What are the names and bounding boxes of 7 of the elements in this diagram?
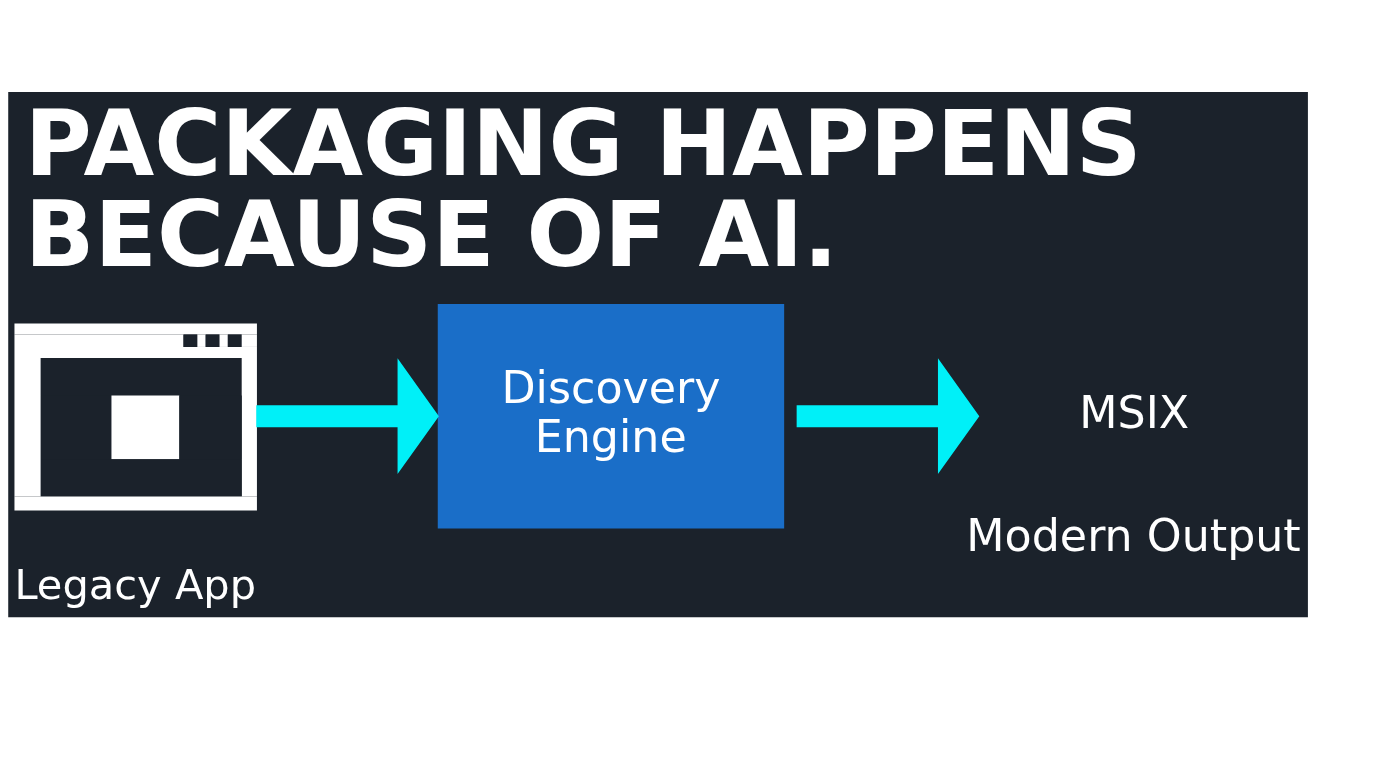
diagram-title: PACKAGING HAPPENS BECAUSE OF AI. [24,89,1142,288]
node-label: Modern Output [966,509,1301,561]
arrow [256,357,439,474]
node-label: Legacy App [14,559,257,609]
node-box: Discovery Engine [437,303,785,528]
arrow [796,357,980,474]
node-text: MSIX [1079,386,1190,438]
